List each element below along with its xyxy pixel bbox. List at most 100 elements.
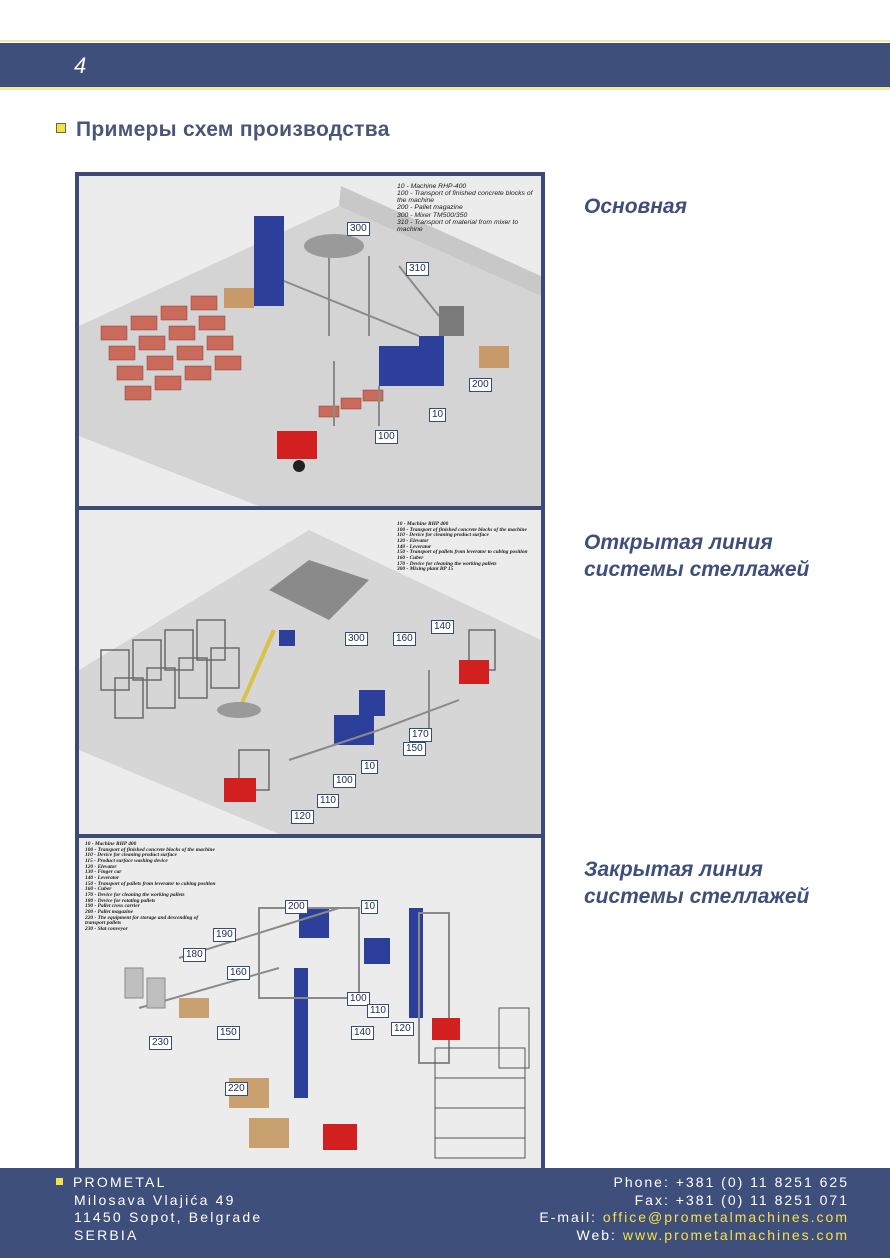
- legend-item: 10 - Machine RHP-400: [397, 183, 467, 190]
- legend-item: 190 - Pallet cross carrier: [85, 903, 140, 910]
- email-link[interactable]: office@prometalmachines.com: [602, 1209, 849, 1225]
- callout-tag: 200: [285, 900, 308, 914]
- callout-tag: 300: [347, 222, 370, 236]
- legend-open-rack: 10 - Machine RHP 400 100 - Transport of …: [397, 521, 528, 573]
- callout-tag: 110: [367, 1004, 389, 1018]
- callout-tag: 160: [393, 632, 416, 646]
- legend-item: 100 - Transport of finished concrete blo…: [397, 190, 533, 205]
- callout-tag: 100: [347, 992, 370, 1006]
- caption-line: системы стеллажей: [584, 558, 810, 581]
- legend-item: 10 - Machine RHP 400: [397, 521, 449, 527]
- callout-tag: 160: [227, 966, 250, 980]
- callout-tag: 120: [291, 810, 314, 824]
- footer-address: PROMETAL Milosava Vlajića 49 11450 Sopot…: [56, 1174, 262, 1244]
- legend-item: 200 - Pallet magazine: [397, 204, 463, 212]
- legend-item: 200 - Pallet magazine: [85, 909, 134, 916]
- fax-number: +381 (0) 11 8251 071: [675, 1191, 849, 1208]
- callout-tag: 10: [361, 760, 379, 774]
- legend-item: 120 - Elevator: [397, 538, 429, 545]
- legend-item: 115 - Product surface washing device: [85, 858, 168, 865]
- phone-number: +381 (0) 11 8251 625: [675, 1174, 849, 1190]
- address-line: 11450 Sopot, Belgrade: [74, 1209, 263, 1225]
- layout-diagram-basic: 10 - Machine RHP-400 100 - Transport of …: [79, 176, 541, 506]
- callout-tag: 100: [375, 430, 398, 444]
- web-label: Web:: [576, 1226, 617, 1243]
- caption-line: Основная: [584, 195, 687, 218]
- section-title-text: Примеры схем производства: [76, 118, 390, 141]
- fax-line: Fax: +381 (0) 11 8251 071: [539, 1192, 849, 1210]
- legend-item: 100 - Transport of finished concrete blo…: [85, 846, 215, 853]
- factory-illustration-closed-rack: [79, 838, 541, 1172]
- callout-tag: 140: [351, 1026, 374, 1040]
- caption-basic: Основная: [584, 193, 687, 220]
- web-line: Web: www.prometalmachines.com: [539, 1227, 849, 1245]
- legend-item: 220 - The equipment for storage and desc…: [85, 914, 199, 921]
- factory-illustration-basic: [79, 186, 541, 506]
- page-number: 4: [74, 53, 87, 78]
- legend-closed-rack: 10 - Machine RHP 400 100 - Transport of …: [85, 841, 216, 933]
- callout-tag: 150: [217, 1026, 240, 1040]
- diagram-frame: 10 - Machine RHP-400 100 - Transport of …: [75, 172, 545, 1172]
- legend-item: transport pallets: [85, 920, 122, 927]
- legend-item: 10 - Machine RHP 400: [85, 841, 137, 847]
- callout-tag: 310: [406, 262, 429, 276]
- legend-item: 180 - Device for rotating pallets: [85, 897, 156, 904]
- legend-item: 140 - Leverator: [85, 875, 120, 882]
- legend-item: 150 - Transport of pallets from leverato…: [397, 549, 528, 556]
- legend-item: 160 - Cuber: [85, 886, 112, 893]
- layout-diagram-closed-rack: 10 - Machine RHP 400 100 - Transport of …: [79, 838, 541, 1172]
- fax-label: Fax:: [634, 1191, 670, 1208]
- legend-item: 100 - Transport of finished concrete blo…: [397, 526, 527, 533]
- footer: PROMETAL Milosava Vlajića 49 11450 Sopot…: [0, 1168, 890, 1258]
- caption-closed-rack: Закрытая линия системы стеллажей: [584, 856, 809, 910]
- legend-item: 130 - Finger car: [85, 869, 122, 876]
- legend-item: 150 - Transport of pallets from leverato…: [85, 880, 216, 887]
- callout-tag: 230: [149, 1036, 172, 1050]
- bullet-square-icon: [56, 1177, 63, 1185]
- layout-diagram-open-rack: 10 - Machine RHP 400 100 - Transport of …: [79, 510, 541, 834]
- factory-illustration-open-rack: [79, 530, 541, 834]
- section-title: Примеры схем производства: [56, 118, 390, 142]
- callout-tag: 200: [469, 378, 492, 392]
- caption-line: Открытая линия: [584, 531, 773, 554]
- email-label: E-mail:: [539, 1209, 597, 1225]
- callout-tag: 120: [391, 1022, 414, 1036]
- legend-item: 160 - Cuber: [397, 555, 424, 562]
- phone-label: Phone:: [613, 1174, 670, 1190]
- callout-tag: 110: [317, 794, 339, 808]
- caption-open-rack: Открытая линия системы стеллажей: [584, 529, 809, 583]
- address-line: Milosava Vlajića 49: [74, 1191, 236, 1208]
- legend-item: 300 - Mixer TM500/350: [397, 211, 468, 219]
- legend-basic: 10 - Machine RHP-400 100 - Transport of …: [397, 183, 537, 233]
- callout-tag: 180: [183, 948, 206, 962]
- header-bar: 4: [0, 43, 890, 90]
- callout-tag: 10: [429, 408, 447, 422]
- callout-tag: 100: [333, 774, 356, 788]
- legend-item: 110 - Device for cleaning product surfac…: [85, 852, 177, 859]
- header-accent-line: [0, 40, 890, 42]
- callout-tag: 10: [361, 900, 379, 914]
- legend-item: 170 - Device for cleaning the working pa…: [397, 560, 497, 567]
- callout-tag: 190: [213, 928, 236, 942]
- bullet-square-icon: [56, 123, 66, 134]
- callout-tag: 140: [431, 620, 454, 634]
- callout-tag: 300: [345, 632, 368, 646]
- legend-item: 110 - Device for cleaning product surfac…: [397, 532, 489, 539]
- callout-tag: 220: [225, 1082, 248, 1096]
- company-name: PROMETAL: [73, 1174, 167, 1190]
- legend-item: 310 - Transport of material from mixer t…: [397, 218, 519, 233]
- legend-item: 300 - Mixing plant BP 15: [397, 566, 454, 573]
- phone-line: Phone: +381 (0) 11 8251 625: [539, 1174, 849, 1192]
- web-link[interactable]: www.prometalmachines.com: [622, 1226, 849, 1243]
- caption-line: Закрытая линия: [584, 858, 763, 881]
- legend-item: 230 - Slat conveyor: [85, 926, 128, 933]
- legend-item: 170 - Device for cleaning the working pa…: [85, 892, 185, 899]
- callout-tag: 170: [409, 728, 432, 742]
- legend-item: 140 - Leverator: [397, 543, 432, 550]
- email-line: E-mail: office@prometalmachines.com: [539, 1209, 849, 1227]
- address-line: SERBIA: [74, 1226, 139, 1243]
- footer-contacts: Phone: +381 (0) 11 8251 625 Fax: +381 (0…: [539, 1174, 849, 1244]
- legend-item: 120 - Elevator: [85, 863, 117, 870]
- caption-line: системы стеллажей: [584, 885, 810, 908]
- callout-tag: 150: [403, 742, 426, 756]
